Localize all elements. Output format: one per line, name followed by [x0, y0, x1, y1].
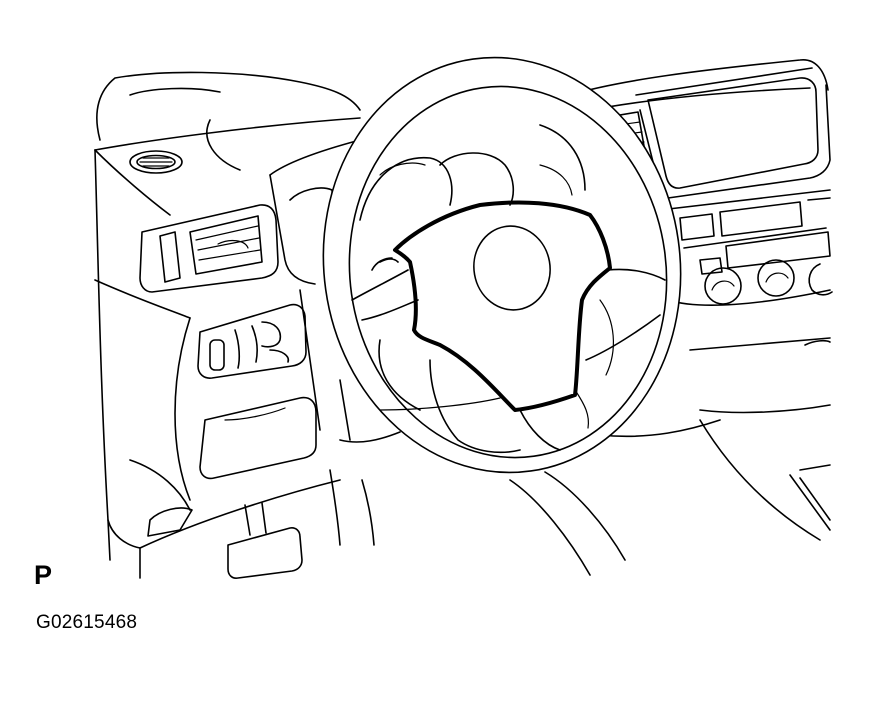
steering-wheel [322, 56, 682, 474]
switch-panel-icon [197, 303, 307, 379]
steering-column [329, 419, 721, 576]
center-display-icon [635, 67, 831, 199]
brake-pedal-icon [227, 502, 303, 579]
center-console [659, 189, 833, 541]
dashboard-left [94, 149, 341, 579]
figure-id: G02615468 [36, 612, 138, 633]
airbag-pad-outline [393, 200, 612, 412]
view-label: P [34, 560, 53, 590]
side-vent-icon [129, 150, 183, 174]
lower-pocket-icon [147, 396, 317, 537]
left-air-vent-icon [139, 204, 279, 293]
